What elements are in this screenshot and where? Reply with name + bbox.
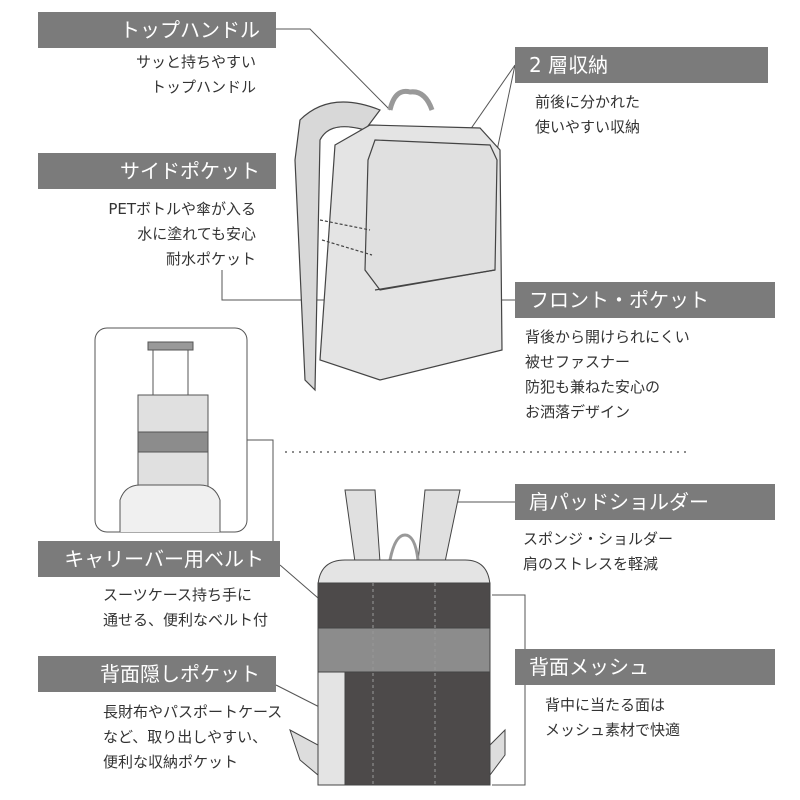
desc-line: 水に塗れても安心 [137, 225, 256, 243]
back-backpack [289, 489, 506, 786]
carry-bar-inset [94, 327, 248, 533]
desc-back-mesh: 背中に当たる面は メッシュ素材で快適 [545, 693, 680, 743]
desc-line: 耐水ポケット [165, 250, 256, 268]
desc-two-layer: 前後に分かれた 使いやすい収納 [535, 90, 640, 140]
label-top-handle: トップハンドル [38, 12, 276, 48]
desc-front-pocket: 背後から開けられにくい 被せファスナー 防犯も兼ねた安心の お洒落デザイン [525, 325, 690, 425]
desc-line: スポンジ・ショルダー [523, 530, 674, 548]
label-shoulder-pad: 肩パッドショルダー [515, 484, 775, 520]
desc-line: など、取り出しやすい、 [103, 728, 268, 746]
desc-line: 被せファスナー [525, 353, 631, 371]
front-backpack [294, 88, 503, 392]
desc-line: 使いやすい収納 [535, 118, 641, 136]
desc-carry-bar-belt: スーツケース持ち手に 通せる、便利なベルト付 [103, 583, 268, 633]
desc-line: 前後に分かれた [535, 93, 641, 111]
desc-line: 肩のストレスを軽減 [523, 555, 659, 573]
desc-line: 便利な収納ポケット [103, 753, 239, 771]
label-front-pocket: フロント・ポケット [515, 282, 775, 318]
label-back-hidden-pocket: 背面隠しポケット [38, 656, 276, 692]
desc-line: サッと持ちやすい [135, 53, 256, 71]
desc-side-pocket: PETボトルや傘が入る 水に塗れても安心 耐水ポケット [108, 197, 256, 272]
desc-line: PETボトルや傘が入る [108, 200, 256, 218]
desc-line: メッシュ素材で快適 [545, 721, 681, 739]
label-two-layer: 2 層収納 [515, 47, 768, 83]
desc-back-hidden-pocket: 長財布やパスポートケース など、取り出しやすい、 便利な収納ポケット [103, 700, 282, 775]
desc-line: 長財布やパスポートケース [103, 703, 283, 721]
label-side-pocket: サイドポケット [38, 153, 276, 189]
desc-line: 防犯も兼ねた安心の [525, 378, 661, 396]
desc-line: 背中に当たる面は [545, 696, 666, 714]
desc-line: 背後から開けられにくい [525, 328, 690, 346]
desc-line: スーツケース持ち手に [103, 586, 252, 604]
desc-top-handle: サッと持ちやすい トップハンドル [136, 50, 256, 100]
desc-line: トップハンドル [150, 78, 256, 96]
desc-line: 通せる、便利なベルト付 [103, 611, 269, 629]
label-back-mesh: 背面メッシュ [515, 649, 775, 685]
label-carry-bar-belt: キャリーバー用ベルト [38, 541, 280, 577]
desc-line: お洒落デザイン [525, 403, 631, 421]
desc-shoulder-pad: スポンジ・ショルダー 肩のストレスを軽減 [523, 527, 673, 577]
